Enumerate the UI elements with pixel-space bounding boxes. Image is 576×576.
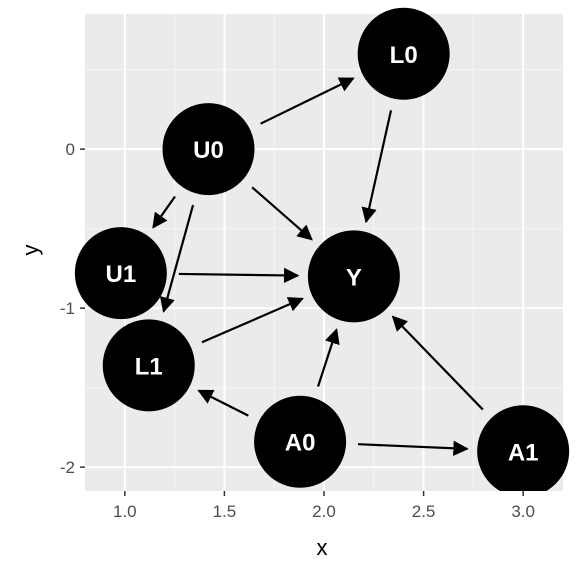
edge-u0-to-l0 [260,77,355,125]
node-label: Y [346,264,362,291]
node-circle [357,7,450,100]
node-circle [74,227,167,320]
node-circle [477,405,570,491]
edge-u0-to-y [251,186,313,241]
x-tick-label: 2.0 [312,502,336,521]
y-tick-label: -1 [60,299,75,318]
node-circle [102,319,195,412]
x-tick-label: 3.0 [511,502,535,521]
node-circle [307,230,400,323]
edge-u0-to-u1 [152,195,176,229]
node-label: A1 [508,439,539,466]
edge-l0-to-y [361,110,393,224]
edge-a0-to-l1 [197,389,249,417]
edges-layer [152,77,484,456]
node-circle [254,395,347,488]
edge-a0-to-a1 [358,440,469,456]
node-label: L0 [390,42,418,69]
edge-a1-to-y [391,315,484,411]
x-tick-label: 1.0 [113,502,137,521]
y-axis-title: y [18,245,43,256]
edge-u0-to-l1 [159,204,195,313]
edge-a0-to-y [316,328,340,387]
node-label: L1 [135,353,163,380]
node-l0: L0 [357,7,450,100]
node-u1: U1 [74,227,167,320]
node-label: A0 [285,430,316,457]
x-axis-title: x [317,535,328,560]
y-tick-label: 0 [66,140,75,159]
x-tick-label: 2.5 [412,502,436,521]
node-u0: U0 [162,103,255,196]
y-axis-ticks: 0 -1 -2 [60,140,85,477]
y-tick-label: -2 [60,458,75,477]
edge-u1-to-y [178,267,300,284]
edge-l1-to-y [201,297,304,344]
node-circle [162,103,255,196]
node-a0: A0 [254,395,347,488]
node-y: Y [307,230,400,323]
node-a1: A1 [477,405,570,491]
node-label: U1 [106,261,137,288]
node-l1: L1 [102,319,195,412]
node-label: U0 [193,137,224,164]
x-axis-ticks: 1.0 1.5 2.0 2.5 3.0 [113,491,535,521]
x-tick-label: 1.5 [213,502,237,521]
